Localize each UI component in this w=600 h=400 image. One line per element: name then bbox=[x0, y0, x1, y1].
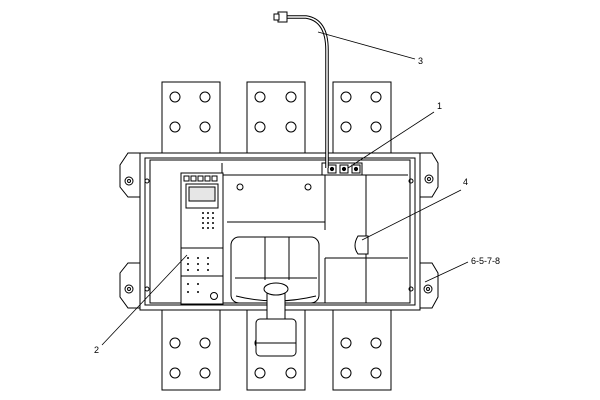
callout-4: 4 bbox=[463, 177, 468, 187]
mounting-flange-top-left bbox=[119, 152, 141, 198]
callout-1: 1 bbox=[437, 101, 442, 111]
bottom-terminal-right bbox=[332, 309, 392, 391]
mounting-flange-bottom-right bbox=[419, 262, 439, 309]
mounting-flange-top-right bbox=[419, 152, 439, 198]
operating-mechanism bbox=[230, 236, 320, 304]
trip-unit-keypad bbox=[187, 212, 214, 293]
top-terminal-right bbox=[332, 81, 392, 156]
callout-2: 2 bbox=[94, 345, 99, 355]
auxiliary-contact-block bbox=[321, 162, 363, 176]
bottom-terminal-left bbox=[161, 309, 221, 391]
cable-assembly bbox=[273, 11, 329, 168]
shunt-trip bbox=[354, 235, 369, 255]
breaker-handle bbox=[255, 282, 297, 357]
trip-unit bbox=[180, 172, 224, 305]
callout-3: 3 bbox=[418, 56, 423, 66]
callout-leader-lines bbox=[101, 31, 469, 346]
callout-6-5-7-8: 6-5-7-8 bbox=[471, 256, 500, 266]
mounting-flange-bottom-left bbox=[119, 262, 141, 309]
top-terminal-center bbox=[246, 81, 306, 156]
top-terminal-left bbox=[161, 81, 221, 156]
